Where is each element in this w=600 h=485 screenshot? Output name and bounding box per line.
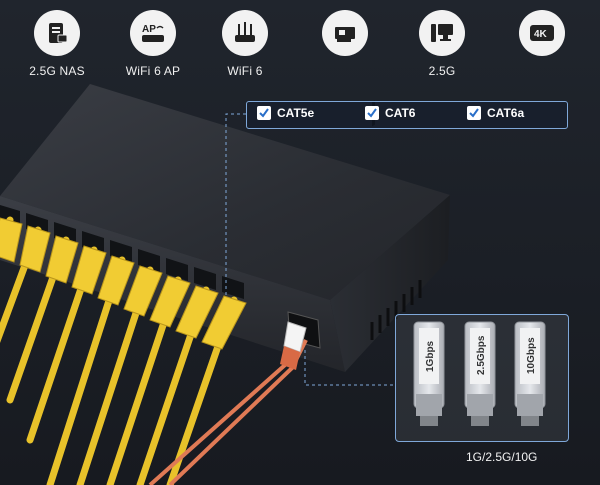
use-case-icons: 2.5G NAS AP WiFi 6 AP WiFi 6 2.5G 4K <box>0 0 600 90</box>
switch-top-surface <box>0 84 450 300</box>
router-icon <box>222 10 268 56</box>
sfp-module-callout <box>395 314 569 442</box>
4k-icon: 4K <box>519 10 565 56</box>
use-case-pc: 2.5G <box>397 10 487 78</box>
callout-lines <box>225 113 395 386</box>
access-point-icon: AP <box>130 10 176 56</box>
cable-label: CAT6a <box>487 106 525 120</box>
sfp-modules: 1Gbps 2.5Gbps 10Gbps <box>413 321 546 426</box>
sfp-speed-caption: 1G/2.5G/10G <box>466 450 538 464</box>
cable-cat6a: CAT6a <box>467 106 524 120</box>
checkbox-icon <box>365 106 379 120</box>
cable-cat6: CAT6 <box>365 106 415 120</box>
use-case-label: WiFi 6 AP <box>125 64 181 78</box>
sfp-label-2-5g: 2.5Gbps <box>476 335 487 375</box>
cable-cat5e: CAT5e <box>257 106 314 120</box>
cable-boots <box>0 217 247 350</box>
svg-text:AP: AP <box>142 24 156 35</box>
use-case-label: WiFi 6 <box>227 64 263 78</box>
checkbox-icon <box>467 106 481 120</box>
use-case-4k: 4K <box>497 10 587 64</box>
desktop-pc-icon <box>419 10 465 56</box>
use-case-label: 2.5G NAS <box>29 64 85 78</box>
fiber-cable <box>148 321 308 485</box>
svg-text:4K: 4K <box>534 29 548 40</box>
use-case-label: 2.5G <box>428 64 456 78</box>
sfp-label-1g: 1Gbps <box>425 340 436 372</box>
checkbox-icon <box>257 106 271 120</box>
use-case-network-card <box>300 10 390 64</box>
switch-side-panel <box>330 195 450 372</box>
sfp-label-10g: 10Gbps <box>526 337 537 374</box>
cable-compatibility-box: CAT5e CAT6 CAT6a <box>246 101 568 129</box>
cable-label: CAT6 <box>385 106 416 120</box>
network-card-icon <box>322 10 368 56</box>
use-case-wifi-ap: AP WiFi 6 AP <box>108 10 198 78</box>
cable-label: CAT5e <box>277 106 315 120</box>
nas-icon <box>34 10 80 56</box>
use-case-wifi-router: WiFi 6 <box>200 10 290 78</box>
use-case-nas: 2.5G NAS <box>12 10 102 78</box>
